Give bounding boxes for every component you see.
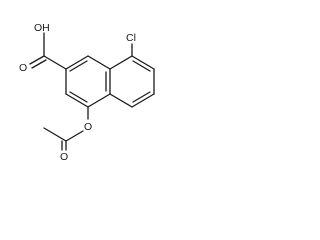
bond-c8-c7 — [131, 55, 155, 70]
bond-oester-cacyl — [65, 130, 84, 142]
bond-c1-c2-inner — [69, 60, 88, 72]
bond-c3-c4-inner — [69, 91, 88, 103]
bond-c1-c2 — [65, 55, 89, 70]
bond-c6-c5-inner — [132, 91, 151, 103]
bond-c4-c4a — [87, 93, 111, 108]
structure-diagram: OH O Cl O O — [0, 0, 178, 178]
bond-c8-c7-inner — [132, 60, 151, 72]
bond-c2-ccooh — [43, 55, 67, 70]
bond-c5-c4a — [109, 93, 133, 108]
atom-label-carbonyl-o: O — [60, 151, 68, 163]
bond-cacyl-ch3 — [43, 127, 67, 142]
atom-label-carboxyl-oh: OH — [34, 22, 50, 34]
bond-ccooh-o — [29, 55, 45, 65]
bond-c6-c5 — [131, 93, 155, 108]
bond-c3-c4 — [65, 93, 89, 108]
bond-ccooh-o-second — [31, 59, 47, 69]
bond-c8a-c1 — [87, 55, 111, 70]
bond-c8a-c8 — [109, 55, 133, 70]
atom-label-ester-o: O — [84, 121, 92, 133]
atom-label-chloro: Cl — [126, 32, 136, 44]
atom-label-carboxyl-o: O — [19, 62, 27, 74]
